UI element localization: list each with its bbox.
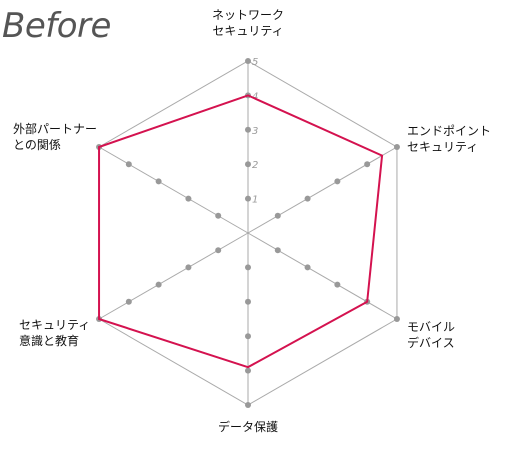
axis-label: 意識と教育 bbox=[19, 333, 79, 348]
tick-marker bbox=[304, 264, 311, 271]
chart-title: Before bbox=[2, 6, 111, 46]
tick-marker bbox=[125, 298, 132, 305]
axis-label: エンドポイント bbox=[407, 124, 491, 138]
axis-label: データ保護 bbox=[218, 419, 278, 434]
tick-marker bbox=[364, 161, 371, 168]
tick-marker bbox=[334, 281, 341, 288]
tick-marker bbox=[245, 195, 251, 202]
tick-marker bbox=[245, 298, 251, 305]
tick-marker bbox=[334, 178, 341, 185]
tick-label: 4 bbox=[252, 91, 258, 102]
tick-label: 1 bbox=[252, 195, 258, 206]
axis-label: ネットワーク bbox=[212, 8, 284, 22]
tick-marker bbox=[245, 126, 251, 133]
axis-label: モバイル bbox=[407, 320, 455, 334]
tick-marker bbox=[155, 281, 162, 288]
tick-marker bbox=[245, 367, 251, 374]
tick-label: 5 bbox=[252, 57, 258, 68]
axis-label: との関係 bbox=[13, 138, 61, 152]
axis-label: セキュリティ bbox=[407, 140, 478, 154]
series-line bbox=[98, 94, 384, 369]
tick-label: 2 bbox=[252, 160, 258, 171]
tick-marker bbox=[185, 195, 192, 202]
tick-marker bbox=[185, 264, 192, 271]
tick-marker bbox=[245, 58, 251, 64]
tick-marker bbox=[215, 212, 222, 219]
tick-marker bbox=[125, 161, 132, 168]
tick-marker bbox=[393, 144, 400, 150]
tick-marker bbox=[274, 247, 281, 254]
tick-marker bbox=[274, 212, 281, 219]
tick-marker bbox=[215, 247, 222, 254]
tick-marker bbox=[245, 333, 251, 340]
axis-spoke bbox=[98, 146, 249, 234]
axis-label: セキュリティ bbox=[212, 24, 283, 38]
tick-marker bbox=[155, 178, 162, 185]
axis-label: デバイス bbox=[407, 335, 455, 350]
axis-spoke bbox=[247, 232, 398, 320]
tick-marker bbox=[393, 316, 400, 322]
tick-label: 3 bbox=[252, 126, 258, 137]
axis-spoke bbox=[247, 146, 398, 234]
tick-marker bbox=[245, 264, 251, 271]
tick-marker bbox=[245, 161, 251, 168]
axis-label: 外部パートナー bbox=[13, 121, 97, 136]
tick-marker bbox=[304, 195, 311, 202]
axis-label: セキュリティ bbox=[19, 318, 90, 332]
axis-spoke bbox=[98, 232, 249, 320]
tick-marker bbox=[245, 402, 251, 408]
